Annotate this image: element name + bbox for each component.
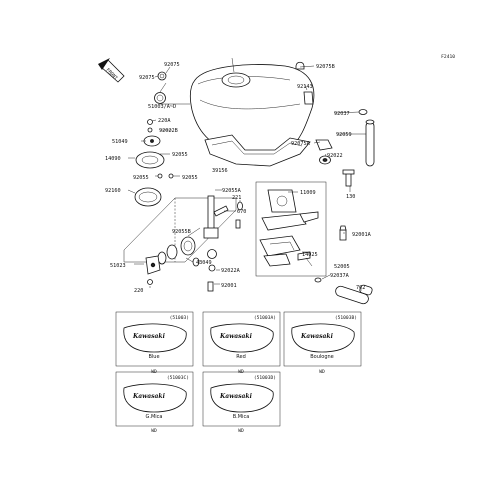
- callout-52005: 52005: [334, 264, 350, 270]
- panel-code: (51003): [170, 315, 189, 321]
- fuel-filter-group: [255, 181, 373, 305]
- panel-color: G.Mica: [146, 414, 163, 420]
- callout-92022A: 92022A: [221, 268, 241, 274]
- callout-51003: 51003/A~D: [148, 104, 176, 110]
- callout-92075A: 92075A: [291, 141, 311, 147]
- color-panel-51003: (51003) Kawasaki Blue WD: [115, 311, 194, 375]
- panel-code: (51003D): [254, 375, 276, 381]
- callout-92055-a: 92055: [172, 152, 188, 158]
- callout-92037: 92037: [334, 111, 350, 117]
- panel-color: Red: [236, 354, 246, 360]
- brand-logo: Kawasaki: [300, 333, 334, 340]
- front-arrow-icon: FRONT: [98, 58, 125, 83]
- color-panel-51003B: (51003B) Kawasaki Boulogne WD: [283, 311, 362, 375]
- callout-92055-c: 92055: [182, 175, 198, 181]
- callout-702: 702: [356, 285, 365, 291]
- callout-51049: 51049: [112, 139, 128, 145]
- callout-39156: 39156: [212, 168, 228, 174]
- panel-color: B.Mica: [233, 414, 250, 420]
- panel-color: Blue: [148, 354, 159, 360]
- callout-670: 670: [237, 209, 246, 215]
- right-parts: [295, 61, 375, 187]
- leader-lines: [127, 57, 366, 291]
- figure-code: F2410: [441, 54, 455, 60]
- tank-mat: [204, 134, 311, 167]
- color-panel-51003D: (51003D) Kawasaki B.Mica WD: [202, 371, 281, 434]
- callout-43049: 43049: [196, 260, 212, 266]
- fuel-cock-group: [123, 195, 243, 292]
- callout-51023: 51023: [110, 263, 126, 269]
- brand-logo: Kawasaki: [219, 393, 253, 400]
- brand-logo: Kawasaki: [132, 393, 166, 400]
- panel-code: (51003C): [167, 375, 189, 381]
- brand-logo: Kawasaki: [219, 333, 253, 340]
- callout-92075-a: 92075: [164, 62, 180, 68]
- callout-92001A: 92001A: [352, 232, 372, 238]
- panel-sub: WD: [238, 428, 244, 434]
- panel-code: (51003A): [254, 315, 276, 321]
- callout-220A: 220A: [158, 118, 171, 124]
- callout-92022: 92022: [327, 153, 343, 159]
- callout-92001: 92001: [221, 283, 237, 289]
- panel-sub: WD: [319, 369, 325, 375]
- color-panel-51003A: (51003A) Kawasaki Red WD: [202, 311, 281, 375]
- panel-code: (51003B): [335, 315, 357, 321]
- brand-logo: Kawasaki: [132, 333, 166, 340]
- callout-14090: 14090: [105, 156, 121, 162]
- callout-92160: 92160: [105, 188, 121, 194]
- callout-92143: 92143: [297, 84, 313, 90]
- callout-92055B: 92055B: [172, 229, 191, 235]
- callout-221: 221: [232, 195, 241, 201]
- callout-92055-b: 92055: [133, 175, 149, 181]
- panel-color: Boulogne: [310, 354, 334, 360]
- color-panel-51003C: (51003C) Kawasaki G.Mica WD: [115, 371, 194, 434]
- callout-92055A: 92055A: [222, 188, 242, 194]
- panel-sub: WD: [151, 428, 157, 434]
- callout-92075B: 92075B: [316, 64, 335, 70]
- callout-92059: 92059: [336, 132, 352, 138]
- callout-92037A: 92037A: [330, 273, 350, 279]
- callout-130: 130: [346, 194, 355, 200]
- callout-92022B: 92022B: [159, 128, 178, 134]
- callout-92075-b: 92075: [139, 75, 155, 81]
- callout-14025: 14025: [302, 252, 318, 258]
- left-parts: [134, 71, 174, 207]
- part-callouts: 92075 92075 92075B 51003/A~D 220A 51049 …: [105, 62, 372, 294]
- callout-11009: 11009: [300, 190, 316, 196]
- callout-220: 220: [134, 288, 143, 294]
